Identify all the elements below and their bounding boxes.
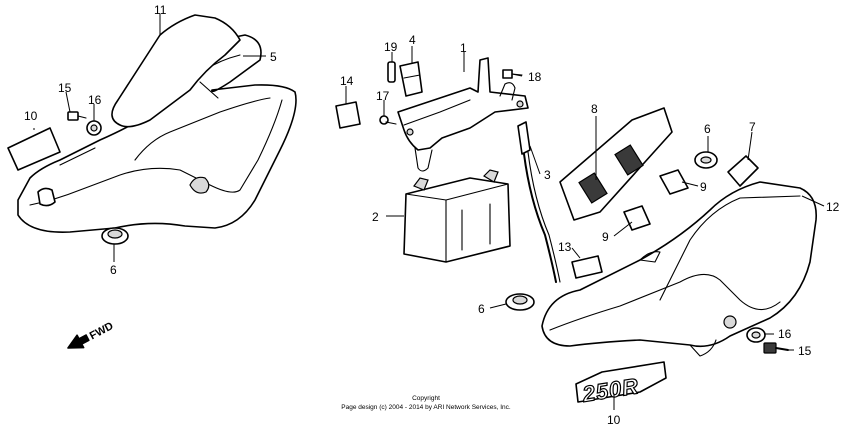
- right-side-cover: [541, 181, 817, 357]
- callout-14: 14: [340, 74, 354, 88]
- callout-4: 4: [409, 33, 416, 47]
- copyright-line-1: Copyright: [412, 395, 440, 402]
- bolt-right: [763, 342, 789, 354]
- callout-6-left: 6: [110, 263, 117, 277]
- label-sticker-left: [7, 127, 61, 171]
- grommet-lower: [505, 293, 535, 311]
- callout-13: 13: [558, 240, 572, 254]
- callout-16-right: 16: [778, 327, 792, 341]
- callout-17: 17: [376, 89, 390, 103]
- label-sticker-14: [335, 101, 361, 129]
- svg-text:FWD: FWD: [88, 320, 116, 342]
- battery-holder-bracket: [397, 57, 529, 172]
- leader-lines: [33, 14, 825, 410]
- label-sticker-13: [571, 255, 603, 279]
- callout-9-lower: 9: [602, 230, 609, 244]
- callout-15-right: 15: [798, 344, 812, 358]
- cushion-9-upper: [659, 169, 689, 195]
- grommet-upper-right: [694, 151, 718, 169]
- callout-6-lower: 6: [478, 302, 485, 316]
- callout-6-upper: 6: [704, 122, 711, 136]
- collar-right: [746, 327, 766, 343]
- callout-2: 2: [372, 210, 379, 224]
- callout-11: 11: [154, 3, 167, 17]
- callout-10-right: 10: [607, 413, 621, 427]
- callout-3: 3: [544, 168, 551, 182]
- callout-19: 19: [384, 40, 398, 54]
- forward-arrow: FWD: [67, 320, 116, 349]
- callout-15-left: 15: [58, 81, 72, 95]
- battery-strap-bracket: [399, 61, 423, 97]
- callout-16-left: 16: [88, 93, 102, 107]
- panel-8: [559, 107, 673, 221]
- bolt-left: [67, 111, 87, 121]
- emblem-250r: 250R: [575, 361, 667, 408]
- callout-10-left: 10: [24, 109, 38, 123]
- cushion-9-lower: [623, 205, 651, 231]
- battery-breather-tube: [517, 121, 561, 283]
- pad-7: [727, 155, 759, 187]
- callout-5: 5: [270, 50, 277, 64]
- grommet-left: [101, 227, 129, 245]
- battery: [403, 169, 511, 263]
- cover-fin: [111, 14, 241, 128]
- copyright-line-2: Page design (c) 2004 - 2014 by ARI Netwo…: [341, 404, 511, 411]
- pin-19: [387, 61, 396, 83]
- screw-17: [379, 115, 397, 125]
- callout-12: 12: [826, 200, 840, 214]
- callout-7: 7: [749, 120, 756, 134]
- callout-8: 8: [591, 102, 598, 116]
- callout-9-upper: 9: [700, 180, 707, 194]
- callout-1: 1: [460, 41, 467, 55]
- callout-18: 18: [528, 70, 542, 84]
- collar-left: [86, 120, 102, 136]
